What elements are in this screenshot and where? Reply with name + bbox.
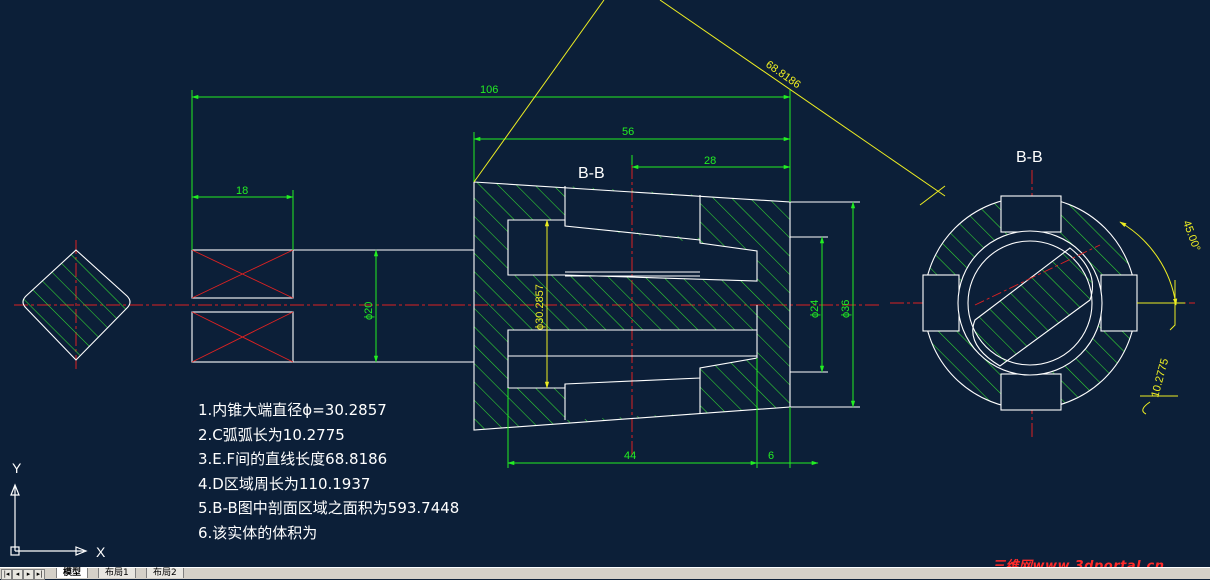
bb-circle-section <box>922 195 1138 411</box>
dim-28-label: 28 <box>704 155 716 167</box>
note-line: 2.C弧弧长为10.2775 <box>198 425 345 444</box>
note-line: 1.内锥大端直径ϕ=30.2857 <box>198 401 387 419</box>
last-tab-button[interactable]: ▸| <box>34 569 45 580</box>
dim-106-label: 106 <box>480 84 498 96</box>
dim-arc-label: 10.2775 <box>1149 357 1171 399</box>
dimensions <box>191 90 856 468</box>
tab-layout1[interactable]: 布局1 <box>98 568 136 578</box>
layout-tabs-bar: |◂ ◂ ▸ ▸| 模型 布局1 布局2 <box>0 567 1210 580</box>
dim-dia36-label: ϕ36 <box>840 300 852 318</box>
note-line: 6.该实体的体积为 <box>198 523 318 542</box>
dim-44-label: 44 <box>624 450 636 462</box>
section-label-right: B-B <box>1016 149 1043 166</box>
prev-tab-button[interactable]: ◂ <box>12 569 23 580</box>
dim-dia30-label: ϕ30.2857 <box>534 284 546 330</box>
aligned-dimension <box>473 0 946 206</box>
ucs-icon: Y X <box>10 460 106 560</box>
dim-56-label: 56 <box>622 126 634 138</box>
dim-dia24-label: ϕ24 <box>809 300 821 318</box>
dim-6-label: 6 <box>768 450 774 462</box>
arc-dimensions <box>1119 221 1185 415</box>
notes-block: 1.内锥大端直径ϕ=30.2857 2.C弧弧长为10.2775 3.E.F间的… <box>198 398 459 546</box>
note-line: 4.D区域周长为110.1937 <box>198 474 371 493</box>
dim-angle-label: 45.00° <box>1180 219 1202 253</box>
dim-dia20-label: ϕ20 <box>363 302 375 320</box>
tab-model[interactable]: 模型 <box>56 568 89 578</box>
note-line: 5.B-B图中剖面区域之面积为593.7448 <box>198 499 460 518</box>
tab-layout2[interactable]: 布局2 <box>146 568 184 578</box>
next-tab-button[interactable]: ▸ <box>23 569 34 580</box>
first-tab-button[interactable]: |◂ <box>1 569 12 580</box>
ucs-y-label: Y <box>12 460 22 476</box>
main-section-body <box>473 181 860 431</box>
square-section-view <box>22 249 131 361</box>
shank-view <box>191 249 474 363</box>
section-label-main: B-B <box>578 165 605 182</box>
dim-18-label: 18 <box>236 185 248 197</box>
note-line: 3.E.F间的直线长度68.8186 <box>198 450 388 469</box>
ucs-x-label: X <box>96 544 106 560</box>
